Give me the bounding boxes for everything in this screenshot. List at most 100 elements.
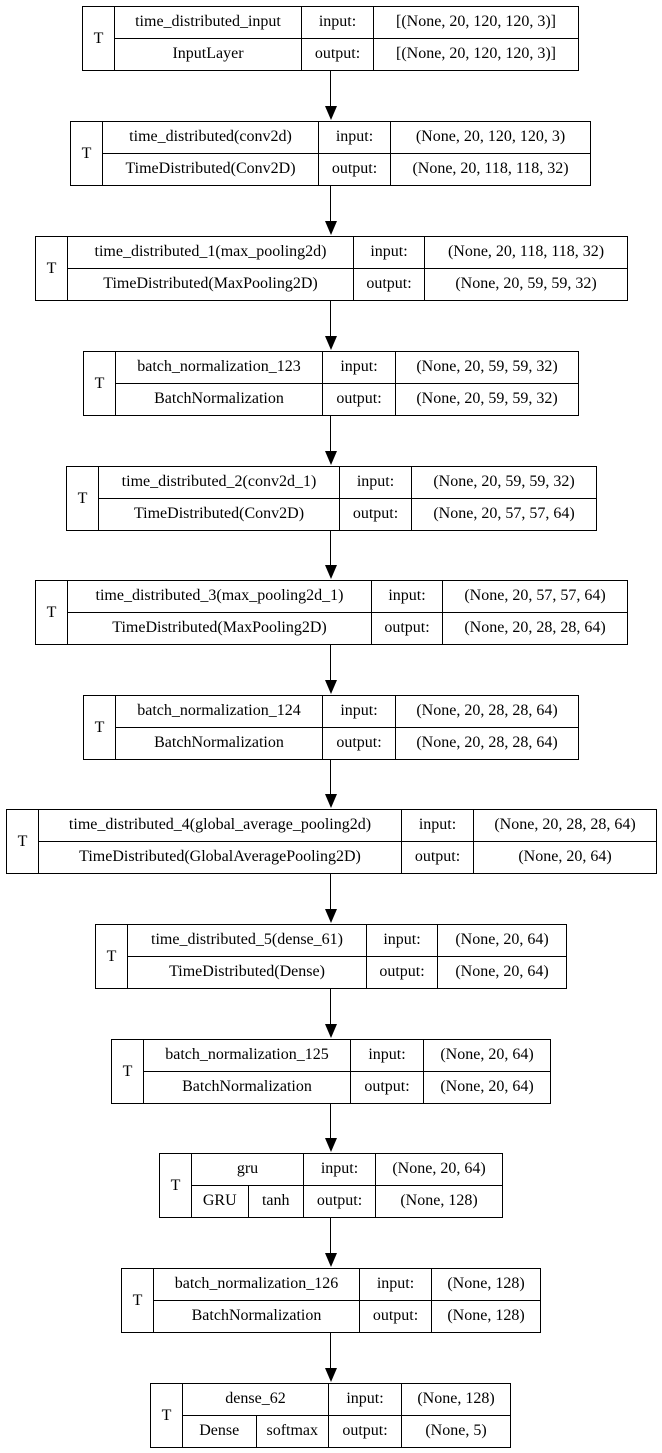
output-shape: [(None, 20, 120, 120, 3)] — [396, 45, 556, 63]
input-label: input: — [372, 581, 442, 613]
input-shape: (None, 128) — [402, 1384, 510, 1416]
edge-line — [330, 186, 332, 223]
input-shape: (None, 128) — [432, 1269, 540, 1301]
layer-name: gru — [192, 1154, 303, 1186]
arrow-head-icon — [325, 565, 337, 579]
layer-name: batch_normalization_124 — [116, 696, 322, 728]
input-shape: (None, 20, 64) — [376, 1154, 502, 1186]
input-label: input: — [354, 237, 424, 269]
layer-class: InputLayer — [172, 45, 244, 63]
layer-type-marker: T — [71, 122, 103, 185]
input-shape: (None, 20, 59, 59, 32) — [396, 352, 578, 384]
input-shape: [(None, 20, 120, 120, 3)] — [374, 7, 578, 39]
layer-node-gru: T gru GRU tanh input: output: (None, 20,… — [159, 1153, 503, 1218]
layer-node-time-distributed-5-dense-61: T time_distributed_5(dense_61) TimeDistr… — [95, 924, 567, 989]
input-label: input: — [319, 122, 390, 154]
output-label: output: — [366, 275, 412, 293]
input-shape: (None, 20, 28, 28, 64) — [396, 696, 578, 728]
input-label: input: — [329, 1384, 401, 1416]
arrow-head-icon — [325, 336, 337, 350]
input-label: input: — [402, 810, 473, 842]
input-label: input: — [340, 467, 411, 499]
arrow-head-icon — [325, 909, 337, 923]
layer-name: time_distributed_4(global_average_poolin… — [39, 810, 401, 842]
input-label: input: — [323, 352, 395, 384]
output-label: output: — [414, 848, 461, 866]
layer-class: TimeDistributed(GlobalAveragePooling2D) — [79, 848, 361, 866]
input-label: input: — [367, 925, 437, 957]
output-label: output: — [384, 619, 430, 637]
layer-type-marker: T — [36, 581, 68, 644]
layer-name: time_distributed(conv2d) — [103, 122, 318, 154]
input-shape: (None, 20, 64) — [424, 1040, 550, 1072]
layer-name: time_distributed_2(conv2d_1) — [99, 467, 339, 499]
arrow-head-icon — [325, 1253, 337, 1267]
output-shape: (None, 20, 64) — [455, 963, 549, 981]
input-shape: (None, 20, 59, 59, 32) — [412, 467, 596, 499]
output-label: output: — [331, 160, 378, 178]
layer-class: TimeDistributed(Conv2D) — [133, 505, 305, 523]
input-label: input: — [351, 1040, 423, 1072]
layer-name: batch_normalization_126 — [154, 1269, 359, 1301]
output-label: output: — [316, 1192, 363, 1210]
edge-line — [330, 874, 332, 911]
input-shape: (None, 20, 120, 120, 3) — [391, 122, 590, 154]
output-label: output: — [372, 1307, 419, 1325]
layer-name: time_distributed_1(max_pooling2d) — [68, 237, 353, 269]
layer-class: BatchNormalization — [154, 734, 284, 752]
output-shape: (None, 20, 57, 57, 64) — [433, 505, 575, 523]
layer-class: BatchNormalization — [191, 1307, 322, 1325]
arrow-head-icon — [325, 1024, 337, 1038]
edge-line — [330, 1333, 332, 1370]
input-label: input: — [304, 1154, 375, 1186]
layer-type-marker: T — [84, 696, 116, 759]
layer-name: batch_normalization_123 — [116, 352, 322, 384]
output-label: output: — [379, 963, 425, 981]
output-shape: (None, 128) — [400, 1192, 478, 1210]
layer-node-batch-normalization-123: T batch_normalization_123 BatchNormaliza… — [83, 351, 579, 416]
output-shape: (None, 20, 59, 59, 32) — [455, 275, 597, 293]
input-label: input: — [302, 7, 373, 39]
layer-node-time-distributed-1-max-pooling2d: T time_distributed_1(max_pooling2d) Time… — [35, 236, 628, 301]
layer-type-marker: T — [83, 7, 115, 70]
layer-type-marker: T — [112, 1040, 144, 1103]
layer-name: time_distributed_input — [115, 7, 301, 39]
layer-class: BatchNormalization — [182, 1078, 312, 1096]
layer-type-marker: T — [151, 1384, 183, 1447]
arrow-head-icon — [325, 106, 337, 120]
layer-class: BatchNormalization — [154, 390, 284, 408]
edge-line — [330, 989, 332, 1026]
layer-class: TimeDistributed(Conv2D) — [125, 160, 296, 178]
output-shape: (None, 20, 28, 28, 64) — [464, 619, 606, 637]
arrow-head-icon — [325, 1138, 337, 1152]
layer-type-marker: T — [122, 1269, 154, 1332]
output-shape: (None, 5) — [425, 1422, 487, 1440]
edge-line — [330, 1104, 332, 1140]
layer-name: dense_62 — [183, 1384, 328, 1416]
output-shape: (None, 128) — [447, 1307, 525, 1325]
edge-line — [330, 71, 332, 108]
layer-name: batch_normalization_125 — [144, 1040, 350, 1072]
arrow-head-icon — [325, 1368, 337, 1382]
arrow-head-icon — [325, 451, 337, 465]
layer-class: Dense — [199, 1422, 240, 1440]
edge-line — [330, 301, 332, 338]
arrow-head-icon — [325, 680, 337, 694]
layer-node-dense-62: T dense_62 Dense softmax input: output: … — [150, 1383, 511, 1448]
layer-node-batch-normalization-126: T batch_normalization_126 BatchNormaliza… — [121, 1268, 541, 1333]
layer-type-marker: T — [96, 925, 128, 988]
edge-line — [330, 760, 332, 796]
input-shape: (None, 20, 64) — [438, 925, 566, 957]
layer-node-batch-normalization-125: T batch_normalization_125 BatchNormaliza… — [111, 1039, 551, 1104]
output-shape: (None, 20, 118, 118, 32) — [412, 160, 569, 178]
layer-class: TimeDistributed(MaxPooling2D) — [112, 619, 327, 637]
output-label: output: — [336, 734, 382, 752]
arrow-head-icon — [325, 794, 337, 808]
edge-line — [330, 1218, 332, 1255]
layer-node-time-distributed-4-global-average-pooling2d: T time_distributed_4(global_average_pool… — [6, 809, 657, 874]
input-label: input: — [360, 1269, 431, 1301]
layer-type-marker: T — [160, 1154, 192, 1217]
input-shape: (None, 20, 57, 57, 64) — [443, 581, 627, 613]
arrow-head-icon — [325, 221, 337, 235]
